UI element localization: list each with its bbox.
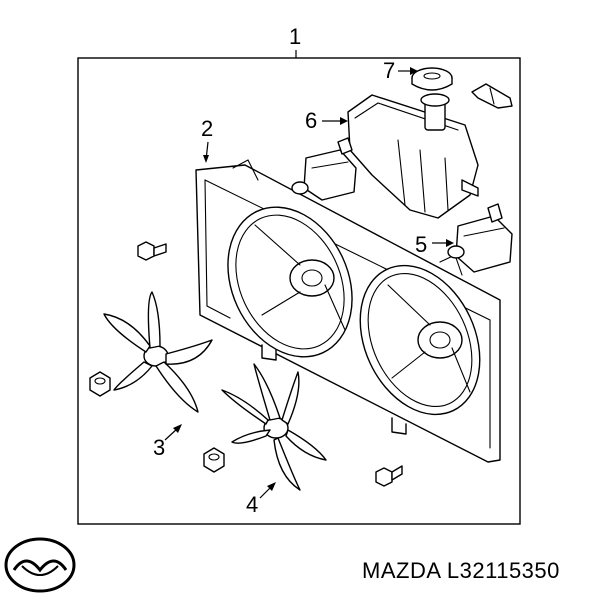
fan-motor-left <box>291 137 357 201</box>
part-number-label: MAZDA L32115350 <box>362 558 560 583</box>
callout-7-number: 7 <box>383 58 395 83</box>
fan-motor-right <box>447 203 513 273</box>
assembly-frame <box>77 57 521 525</box>
callout-7: 7 <box>383 58 418 83</box>
fan-shroud <box>195 159 501 463</box>
callout-1: 1 <box>289 24 301 58</box>
callout-2-number: 2 <box>201 116 213 141</box>
nut-center <box>203 447 225 473</box>
bolt-upper <box>137 241 167 261</box>
coolant-reservoir <box>347 93 479 219</box>
callout-4-number: 4 <box>246 492 258 517</box>
callout-5-number: 5 <box>415 232 427 257</box>
fan-blade-4 <box>221 363 327 491</box>
bolt-lower <box>375 465 403 487</box>
nut-left <box>89 371 111 397</box>
callout-2: 2 <box>201 116 213 163</box>
callout-6-number: 6 <box>305 108 317 133</box>
reservoir-cap <box>411 67 453 91</box>
callout-6: 6 <box>305 108 348 133</box>
fan-blade-3 <box>103 291 213 413</box>
callout-4: 4 <box>246 482 276 517</box>
callout-5: 5 <box>415 232 454 257</box>
callout-3-number: 3 <box>153 435 165 460</box>
callout-3: 3 <box>153 424 182 460</box>
hose-fitting <box>471 83 513 109</box>
mazda-logo-icon <box>4 537 76 593</box>
callout-1-number: 1 <box>289 24 301 49</box>
